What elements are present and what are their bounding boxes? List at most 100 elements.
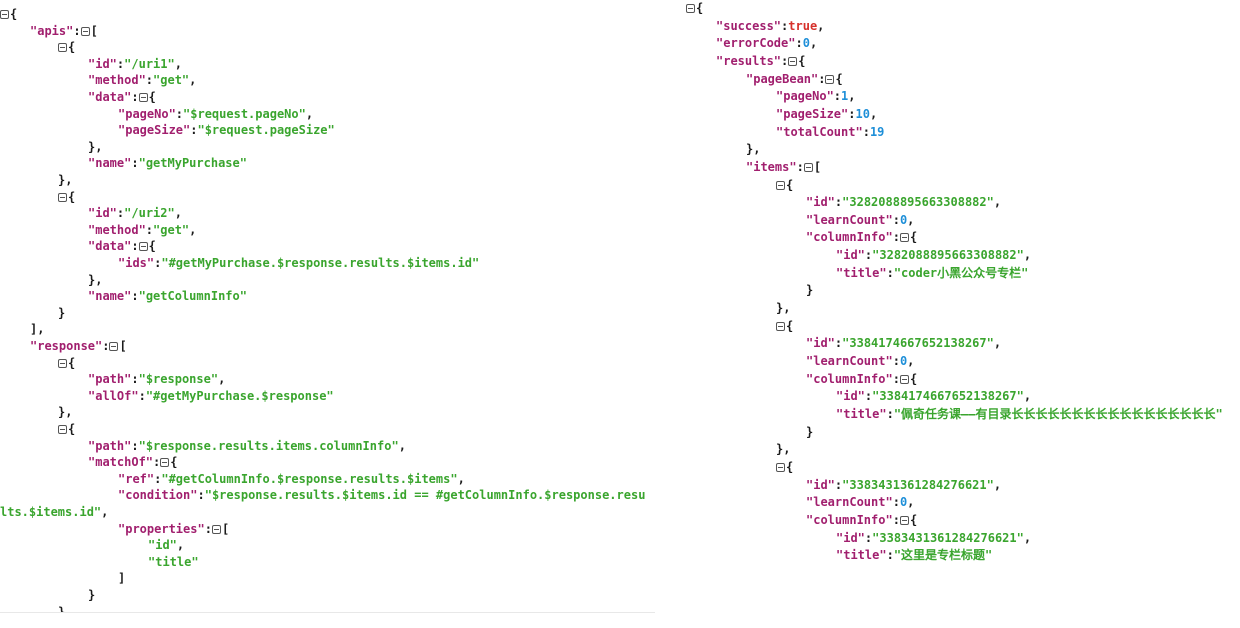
json-number: 0 [899,212,908,227]
json-string: "#getMyPurchase.$response.results.$items… [161,256,480,270]
json-key: "id" [88,206,117,221]
collapse-toggle-icon[interactable] [803,162,813,172]
json-string: "$response.results.items.columnInfo" [138,438,399,453]
json-line: { [58,421,75,438]
json-line: ], [30,321,44,338]
json-punctuation: } [58,604,66,613]
collapse-toggle-icon[interactable] [788,56,798,66]
json-punctuation: }, [58,173,73,187]
collapse-toggle-icon[interactable] [686,4,695,13]
collapse-toggle-icon[interactable] [0,10,9,19]
collapse-toggle-icon[interactable] [58,43,67,53]
json-key: "items" [746,159,797,174]
collapse-toggle-icon[interactable] [899,374,909,384]
json-key: "data" [88,239,132,254]
collapse-toggle-icon[interactable] [776,180,785,190]
json-punctuation: : [886,406,894,421]
json-string: "3383431361284276621" [842,477,994,492]
json-punctuation: , [398,438,406,453]
json-key: "id" [836,248,865,263]
json-punctuation: , [101,505,109,519]
json-line: } [806,282,813,299]
json-key: "learnCount" [806,354,893,368]
collapse-toggle-icon[interactable] [899,233,909,243]
collapse-toggle-icon[interactable] [160,458,170,468]
json-punctuation: : [190,123,198,138]
json-line: } [58,604,66,613]
json-bracket: { [786,459,794,474]
json-punctuation: : [818,71,826,86]
json-key: "totalCount" [776,124,863,139]
json-punctuation: , [218,372,226,387]
json-punctuation: : [116,206,125,221]
collapse-toggle-icon[interactable] [776,462,785,472]
json-string: "getMyPurchase" [138,156,247,171]
json-punctuation: , [907,354,915,368]
json-punctuation: , [869,106,878,121]
collapse-toggle-icon[interactable] [80,26,90,36]
json-number: 0 [899,354,908,368]
json-line: "learnCount":0, [806,494,914,511]
json-key: "title" [836,265,887,280]
json-key: "matchOf" [88,455,154,470]
json-key: "id" [836,389,865,404]
json-line: "method":"get", [88,72,196,89]
json-key: "id" [836,530,865,545]
json-line: "id", [148,537,184,554]
json-line: { [776,177,793,194]
json-punctuation: }, [88,139,103,154]
json-key: "success" [716,18,782,33]
json-bracket: { [170,455,178,470]
json-line: "ids":"#getMyPurchase.$response.results.… [118,255,479,272]
json-bracket: [ [119,339,127,353]
collapse-toggle-icon[interactable] [58,425,67,434]
json-punctuation: : [864,248,873,263]
collapse-toggle-icon[interactable] [825,74,835,84]
json-line: "totalCount":19 [776,124,884,141]
json-punctuation: : [73,23,81,38]
json-punctuation: : [834,195,843,210]
json-punctuation: , [189,222,197,237]
collapse-toggle-icon[interactable] [899,515,909,525]
json-key: "ids" [118,256,155,270]
json-line: }, [88,139,102,156]
json-string: "3384174667652138267" [842,336,994,351]
json-line: "id":"3383431361284276621", [806,477,1001,494]
json-punctuation: , [305,106,314,121]
json-string: "title" [148,554,199,569]
json-line: }, [58,172,72,189]
collapse-toggle-icon[interactable] [211,524,221,534]
json-punctuation: : [781,18,789,33]
json-punctuation: : [892,212,900,227]
json-key: "pageSize" [776,106,849,121]
json-bracket: { [835,71,843,86]
json-bracket: { [68,355,76,370]
json-line: "data":{ [88,238,156,255]
json-bracket: [ [813,159,822,174]
json-line: { [776,318,793,335]
json-punctuation: } [88,588,96,602]
json-key: "title" [836,406,887,421]
json-punctuation: , [907,495,915,510]
json-line: { [686,0,703,17]
json-string: "佩奇任务课——有目录长长长长长长长长长长长长长长长长长" [893,406,1223,421]
json-string: "$response" [138,372,219,387]
collapse-toggle-icon[interactable] [58,192,67,202]
json-punctuation: , [174,56,182,71]
collapse-toggle-icon[interactable] [138,242,148,252]
json-bracket: { [148,239,156,254]
json-line: "title" [148,554,199,571]
json-bracket: { [786,177,794,192]
json-punctuation: : [131,438,139,453]
json-line: }, [776,300,790,317]
collapse-toggle-icon[interactable] [58,358,67,368]
json-key: "columnInfo" [806,371,893,386]
json-punctuation: }, [776,442,791,457]
collapse-toggle-icon[interactable] [109,342,119,351]
json-number: 19 [869,124,885,139]
json-line: "id":"/uri2", [88,205,182,222]
collapse-toggle-icon[interactable] [776,321,785,331]
collapse-toggle-icon[interactable] [138,93,148,102]
json-number: 10 [855,106,870,121]
json-line: "items":[ [746,159,821,176]
